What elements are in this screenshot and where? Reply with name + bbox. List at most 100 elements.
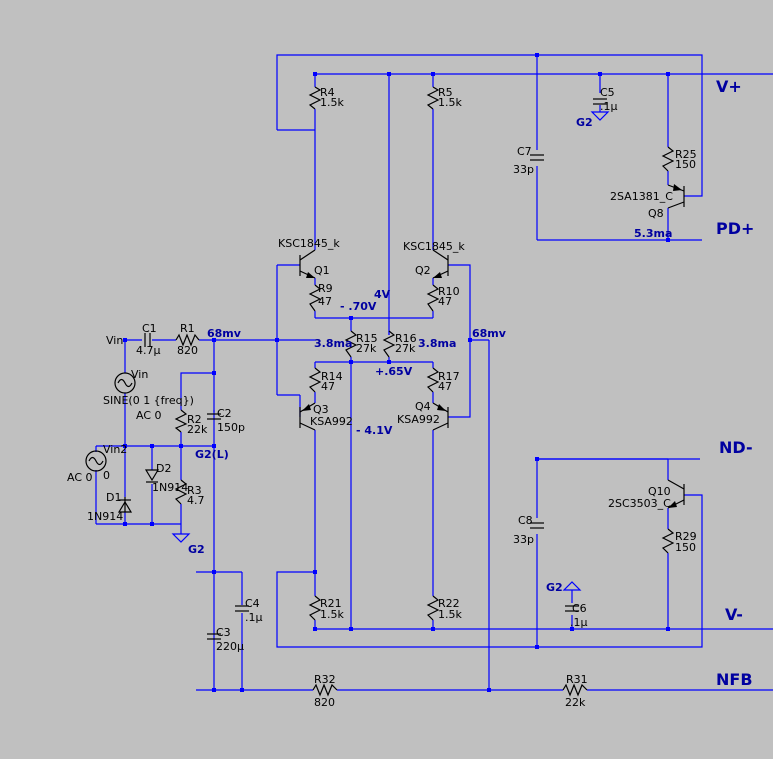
label-C8-value: 33p [513, 533, 534, 546]
resistor-R21 [308, 595, 322, 621]
label-vin2-ac: AC 0 [67, 471, 93, 484]
rail-label-ndminus: ND- [719, 438, 753, 457]
transistor-Q1 [299, 249, 316, 279]
label-D1-name: D1 [106, 491, 121, 504]
label-vin-net: Vin [106, 334, 123, 347]
ground-symbol-g2-left [171, 533, 191, 543]
label-R32-name: R32 [314, 673, 336, 686]
label-C6-name: C6 [572, 602, 587, 615]
annotation-input-mv: 68mv [207, 327, 242, 340]
label-D1-model: 1N914 [87, 510, 123, 523]
label-D2-model: 1N914 [152, 481, 188, 494]
resistor-R29 [661, 528, 675, 554]
resistor-R9 [308, 284, 322, 312]
label-C3-value: 220µ [216, 640, 244, 653]
rail-label-pdplus: PD+ [716, 219, 754, 238]
label-C8-name: C8 [518, 514, 533, 527]
diode-D1 [117, 497, 133, 513]
label-vin-source-name: Vin [131, 368, 148, 381]
resistor-R17 [426, 367, 440, 393]
annotation-v-065: +.65V [375, 365, 413, 378]
label-R21-value: 1.5k [320, 608, 344, 621]
label-Q3-model: KSA992 [310, 415, 353, 428]
transistor-Q2 [432, 249, 449, 279]
label-Q4-name: Q4 [415, 400, 431, 413]
label-C7-name: C7 [517, 145, 532, 158]
annotations: G2 G2 G2 G2(L) 68mv 68mv - .70V 4V 3.8ma… [188, 77, 754, 689]
label-vin2-name: Vin2 [103, 443, 127, 456]
resistor-R16 [382, 330, 396, 358]
capacitor-C5 [593, 98, 607, 105]
rail-label-vminus: V- [725, 605, 743, 624]
label-Q2-name: Q2 [415, 264, 431, 277]
label-C4-name: C4 [245, 597, 260, 610]
label-C3-name: C3 [216, 626, 231, 639]
label-R22-name: R22 [438, 597, 460, 610]
label-R1-name: R1 [180, 322, 195, 335]
annotation-v-4: 4V [374, 288, 391, 301]
label-Q1-name: Q1 [314, 264, 330, 277]
annotation-i-right: 3.8ma [418, 337, 456, 350]
transistor-Q3 [299, 402, 316, 431]
label-C2-name: C2 [217, 407, 232, 420]
label-C1-value: 4.7µ [136, 344, 161, 357]
resistor-R15 [344, 330, 358, 358]
label-Q3-name: Q3 [313, 403, 329, 416]
label-R2-value: 22k [187, 423, 208, 436]
capacitor-C6 [565, 605, 579, 612]
label-R22-value: 1.5k [438, 608, 462, 621]
annotation-i-q8: 5.3ma [634, 227, 672, 240]
capacitor-C1 [144, 333, 151, 347]
label-vin2-value: 0 [103, 469, 110, 482]
capacitor-C2 [207, 413, 221, 420]
label-Q2-model: KSC1845_k [403, 240, 465, 253]
label-R29-name: R29 [675, 530, 697, 543]
net-label-g2-right: G2 [546, 581, 563, 594]
label-R10-value: 47 [438, 295, 452, 308]
label-R9-name: R9 [318, 282, 333, 295]
annotation-v-neg-070: - .70V [340, 300, 377, 313]
label-R16-value: 27k [395, 342, 416, 355]
source-Vin2 [85, 450, 107, 472]
capacitor-C8 [530, 522, 544, 529]
label-R15-name: R15 [356, 332, 378, 345]
label-R31-value: 22k [565, 696, 586, 709]
label-Q4-model: KSA992 [397, 413, 440, 426]
label-R21-name: R21 [320, 597, 342, 610]
resistor-R25 [661, 146, 675, 172]
label-R25-name: R25 [675, 148, 697, 161]
label-Q1-model: KSC1845_k [278, 237, 340, 250]
resistor-R1 [175, 333, 200, 347]
resistor-R4 [308, 86, 322, 110]
label-C5-name: C5 [600, 86, 615, 99]
annotation-nfb-mv: 68mv [472, 327, 507, 340]
label-Q8-name: Q8 [648, 207, 664, 220]
net-label-g2l: G2(L) [195, 448, 229, 461]
label-R1-value: 820 [177, 344, 198, 357]
ground-symbol-g2-top [590, 111, 610, 121]
label-R14-name: R14 [321, 370, 343, 383]
net-label-g2-left: G2 [188, 543, 205, 556]
label-C4-value: .1µ [245, 611, 263, 624]
label-C6-value: .1µ [570, 616, 588, 629]
label-C2-value: 150p [217, 421, 245, 434]
label-R4-value: 1.5k [320, 96, 344, 109]
label-R3-name: R3 [187, 484, 202, 497]
rail-label-nfb: NFB [716, 670, 753, 689]
rail-label-vplus: V+ [716, 77, 742, 96]
label-R17-value: 47 [438, 380, 452, 393]
label-R16-name: R16 [395, 332, 417, 345]
capacitor-C4 [235, 605, 249, 612]
label-Q8-model: 2SA1381_C [610, 190, 673, 203]
annotation-i-left: 3.8ma [314, 337, 352, 350]
label-R4-name: R4 [320, 86, 335, 99]
net-label-g2-top: G2 [576, 116, 593, 129]
transistor-Q10 [667, 479, 685, 509]
resistor-R31 [562, 683, 588, 697]
label-vin-source-ac: AC 0 [136, 409, 162, 422]
label-R31-name: R31 [566, 673, 588, 686]
label-R5-value: 1.5k [438, 96, 462, 109]
capacitor-C7 [530, 154, 544, 161]
label-R17-name: R17 [438, 370, 460, 383]
ground-symbol-g2-right [562, 581, 582, 591]
